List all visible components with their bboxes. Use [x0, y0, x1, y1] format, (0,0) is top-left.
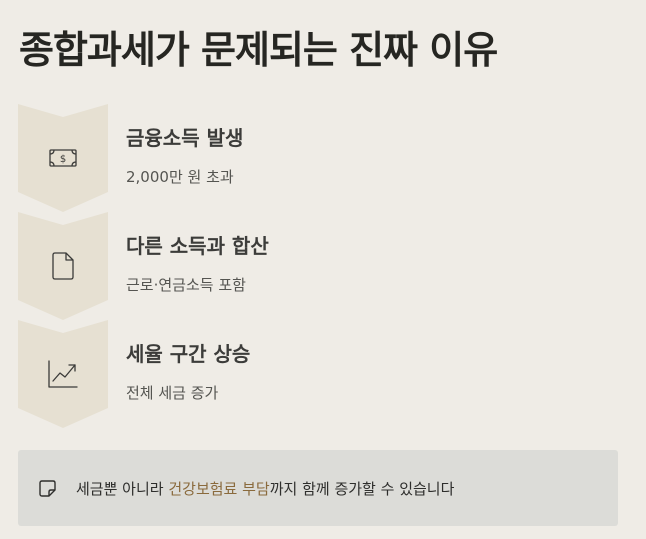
- svg-text:$: $: [60, 154, 66, 165]
- step-description: 전체 세금 증가: [126, 384, 219, 402]
- note-callout: 세금뿐 아니라 건강보험료 부담까지 함께 증가할 수 있습니다: [18, 450, 618, 526]
- step-tax-bracket-rise: 세율 구간 상승 전체 세금 증가: [18, 320, 618, 428]
- note-text: 세금뿐 아니라 건강보험료 부담까지 함께 증가할 수 있습니다: [76, 478, 454, 499]
- trending-up-icon: [47, 358, 79, 390]
- note-highlight: 건강보험료 부담: [168, 479, 270, 498]
- page-title: 종합과세가 문제되는 진짜 이유: [19, 28, 498, 72]
- step-income-aggregation: 다른 소득과 합산 근로·연금소득 포함: [18, 212, 618, 320]
- step-chevron: [18, 320, 108, 428]
- step-title: 다른 소득과 합산: [126, 234, 269, 258]
- step-title: 금융소득 발생: [126, 126, 244, 150]
- process-steps: $ 금융소득 발생 2,000만 원 초과 다른 소득과 합산 근로·연금소득 …: [18, 104, 618, 428]
- step-chevron: [18, 212, 108, 320]
- sticky-note-icon: [38, 479, 56, 497]
- document-icon: [47, 250, 79, 282]
- step-financial-income: $ 금융소득 발생 2,000만 원 초과: [18, 104, 618, 212]
- step-chevron: [18, 104, 108, 212]
- note-text-after: 까지 함께 증가할 수 있습니다: [269, 479, 455, 498]
- step-title: 세율 구간 상승: [126, 342, 251, 366]
- note-text-before: 세금뿐 아니라: [76, 479, 169, 498]
- step-description: 근로·연금소득 포함: [126, 276, 246, 294]
- money-bill-icon: $: [47, 142, 79, 174]
- step-description: 2,000만 원 초과: [126, 168, 234, 186]
